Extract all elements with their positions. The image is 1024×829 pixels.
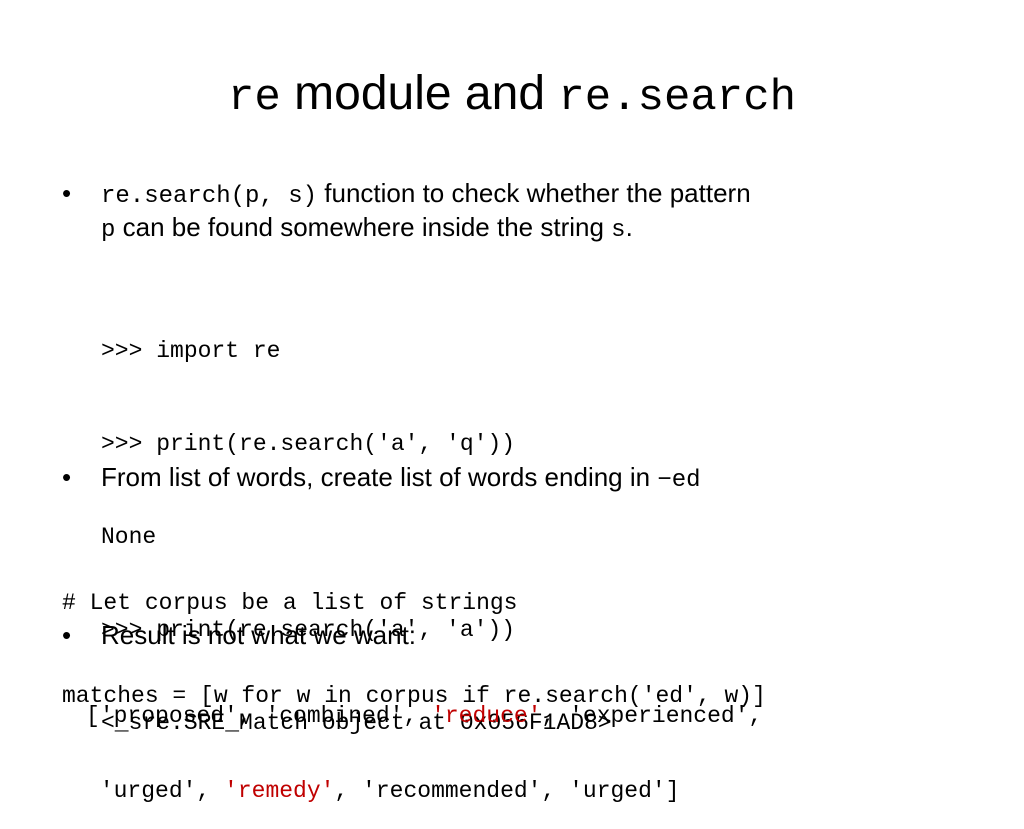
code-line: >>> print(re.search('a', 'a')) — [101, 617, 516, 643]
bullet-ending-ed: • From list of words, create list of wor… — [62, 462, 862, 496]
result-text: , 'experienced', — [541, 703, 763, 729]
code-s: s — [611, 217, 626, 244]
bullet-marker: • — [62, 462, 72, 492]
bullet-marker: • — [62, 178, 72, 208]
corpus-code: # Let corpus be a list of strings matche… — [62, 526, 766, 743]
bullet-marker: • — [62, 620, 72, 650]
code-line: <_sre.SRE_Match object at 0x056F1AD8> — [101, 710, 612, 736]
slide-title: re module and re.search — [0, 64, 1024, 128]
result-text: ['proposed', 'combined', — [86, 703, 432, 729]
code-line: >>> import re — [101, 338, 281, 364]
result-highlight-remedy: 'remedy' — [224, 778, 335, 804]
bullet-text-2: can be found somewhere inside the string — [122, 212, 604, 242]
bullet-text: Result is not what we want: — [101, 620, 417, 650]
result-highlight-reduce: 'reduce' — [431, 703, 542, 729]
bullet-body: re.search(p, s) function to check whethe… — [101, 178, 751, 246]
bullet-body: From list of words, create list of words… — [101, 462, 701, 496]
result-list: ['proposed', 'combined', 'reduce', 'expe… — [86, 654, 762, 829]
result-text: , 'recommended', 'urged'] — [334, 778, 680, 804]
bullet-re-search: • re.search(p, s) function to check whet… — [62, 178, 982, 244]
result-line-2: 'urged', 'remedy', 'recommended', 'urged… — [86, 779, 762, 804]
bullet-text-1: function to check whether the pattern — [324, 178, 751, 208]
code-line: # Let corpus be a list of strings — [62, 590, 518, 616]
code-line: matches = [w for w in corpus if re.searc… — [62, 683, 766, 709]
bullet-period: . — [625, 212, 633, 242]
bullet-text: From list of words, create list of words… — [101, 462, 651, 492]
title-code-re: re — [228, 73, 281, 123]
result-text: 'urged', — [86, 778, 225, 804]
result-line-1: ['proposed', 'combined', 'reduce', 'expe… — [86, 704, 762, 729]
bullet-body: Result is not what we want: — [101, 620, 416, 651]
title-code-re-search: re.search — [558, 73, 796, 123]
bullet-result: • Result is not what we want: — [62, 620, 662, 651]
title-text: module and — [294, 67, 546, 120]
bullet-line-1: re.search(p, s) function to check whethe… — [101, 178, 751, 212]
bullet-line-2: p can be found somewhere inside the stri… — [101, 212, 751, 246]
example-code: >>> import re >>> print(re.search('a', '… — [101, 274, 612, 770]
code-line: >>> print(re.search('a', 'q')) — [101, 431, 516, 457]
code-line: None — [101, 524, 157, 550]
code-re-search-fn: re.search(p, s) — [101, 183, 318, 210]
code-ed: −ed — [657, 467, 701, 494]
code-p: p — [101, 217, 116, 244]
